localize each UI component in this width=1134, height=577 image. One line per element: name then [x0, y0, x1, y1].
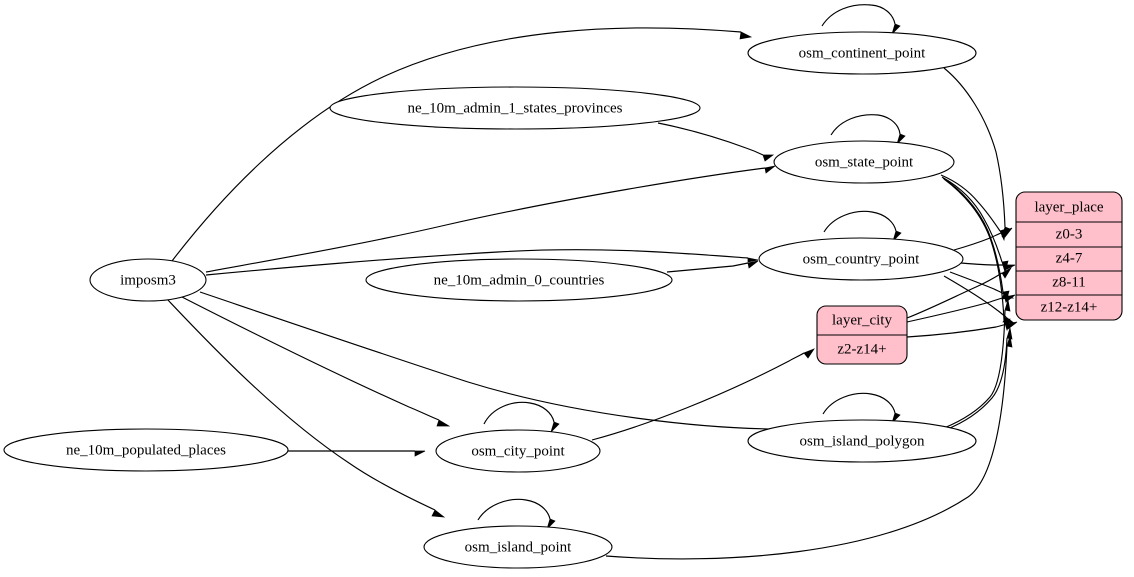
record-row-layer_city-z2-z14[interactable]: z2-z14+ — [837, 341, 886, 357]
record-row-layer_place-z8-11[interactable]: z8-11 — [1052, 274, 1086, 290]
node-label-osm_island_point: osm_island_point — [465, 539, 573, 555]
node-label-ne_10m_admin_1_states_provinces: ne_10m_admin_1_states_provinces — [408, 100, 623, 116]
edge-selfloop-osm_island_point — [477, 498, 556, 530]
node-osm_island_polygon[interactable]: osm_island_polygon — [747, 419, 977, 463]
edge-osm_island_polygon-to-layer_place-z8-11 — [943, 299, 1011, 429]
edge-osm_state_point-to-layer_place-z8-11 — [942, 177, 1010, 304]
edge-osm_country_point-to-layer_place-z0-3 — [953, 227, 1013, 251]
node-label-ne_10m_populated_places: ne_10m_populated_places — [66, 442, 226, 458]
node-ne_10m_admin_0_countries[interactable]: ne_10m_admin_0_countries — [365, 258, 673, 302]
node-label-imposm3: imposm3 — [120, 272, 176, 288]
edge-layer_city-to-layer_place-z8-11 — [906, 294, 1016, 323]
node-label-osm_state_point: osm_state_point — [815, 154, 914, 170]
node-osm_state_point[interactable]: osm_state_point — [773, 140, 955, 184]
edge-layer_city-to-layer_place-z4-7 — [906, 267, 1012, 319]
edge-osm_country_point-to-layer_place-z4-7 — [960, 262, 1016, 271]
node-osm_city_point[interactable]: osm_city_point — [435, 429, 601, 473]
record-node-layer_place[interactable]: layer_place z0-3 z4-7 z8-11 z12-z14+ — [1015, 191, 1123, 321]
edge-selfloop-osm_country_point — [823, 210, 902, 242]
edge-selfloop-osm_state_point — [830, 114, 906, 145]
edge-osm_island_polygon-to-layer_place-z12-z14+ — [944, 327, 1013, 431]
edge-imposm3-to-osm_city_point — [179, 295, 451, 427]
edge-osm_country_point-to-layer_place-z12-z14+ — [943, 275, 1016, 324]
record-row-layer_place-z4-7[interactable]: z4-7 — [1056, 250, 1083, 266]
edge-imposm3-to-osm_island_point — [166, 298, 446, 518]
edge-selfloop-osm_island_polygon — [822, 392, 901, 424]
record-node-layer_city[interactable]: layer_city z2-z14+ — [816, 305, 908, 365]
node-osm_continent_point[interactable]: osm_continent_point — [747, 31, 977, 75]
edge-imposm3-to-osm_country_point — [205, 249, 759, 276]
node-label-osm_continent_point: osm_continent_point — [799, 45, 926, 61]
edge-layer_city-to-layer_place-z12-z14+ — [906, 321, 1018, 338]
record-row-layer_place-z12-z14[interactable]: z12-z14+ — [1041, 299, 1098, 315]
record-row-layer_place-z0-3[interactable]: z0-3 — [1056, 226, 1083, 242]
edge-ne_10m_admin_0_countries-to-osm_country_point — [666, 260, 759, 273]
edge-layer — [166, 4, 1018, 560]
edge-selfloop-osm_continent_point — [821, 4, 901, 35]
edge-imposm3-to-osm_island_polygon — [199, 291, 804, 435]
node-imposm3[interactable]: imposm3 — [89, 258, 207, 302]
node-layer: imposm3 ne_10m_admin_1_states_provinces … — [3, 31, 977, 569]
node-label-ne_10m_admin_0_countries: ne_10m_admin_0_countries — [434, 272, 605, 288]
edge-imposm3-to-osm_continent_point — [171, 27, 753, 262]
record-row-layer_place-title: layer_place — [1034, 199, 1103, 215]
node-osm_country_point[interactable]: osm_country_point — [758, 237, 964, 281]
edge-ne_10m_admin_1_states_provinces-to-osm_state_point — [657, 122, 775, 162]
node-osm_island_point[interactable]: osm_island_point — [423, 525, 613, 569]
edge-ne_10m_populated_places-to-osm_city_point — [288, 450, 426, 457]
node-label-osm_island_polygon: osm_island_polygon — [799, 433, 925, 449]
node-ne_10m_admin_1_states_provinces[interactable]: ne_10m_admin_1_states_provinces — [329, 86, 701, 130]
node-label-osm_city_point: osm_city_point — [471, 443, 565, 459]
node-label-osm_country_point: osm_country_point — [803, 251, 920, 267]
edge-osm_city_point-to-layer_city-z2-z14+ — [591, 348, 815, 441]
node-ne_10m_populated_places[interactable]: ne_10m_populated_places — [3, 428, 289, 472]
edge-osm_island_point-to-layer_place-z12-z14+ — [605, 335, 1013, 560]
record-row-layer_city-title: layer_city — [832, 312, 892, 328]
edge-selfloop-osm_city_point — [483, 401, 560, 433]
edge-imposm3-to-osm_state_point — [205, 165, 776, 273]
